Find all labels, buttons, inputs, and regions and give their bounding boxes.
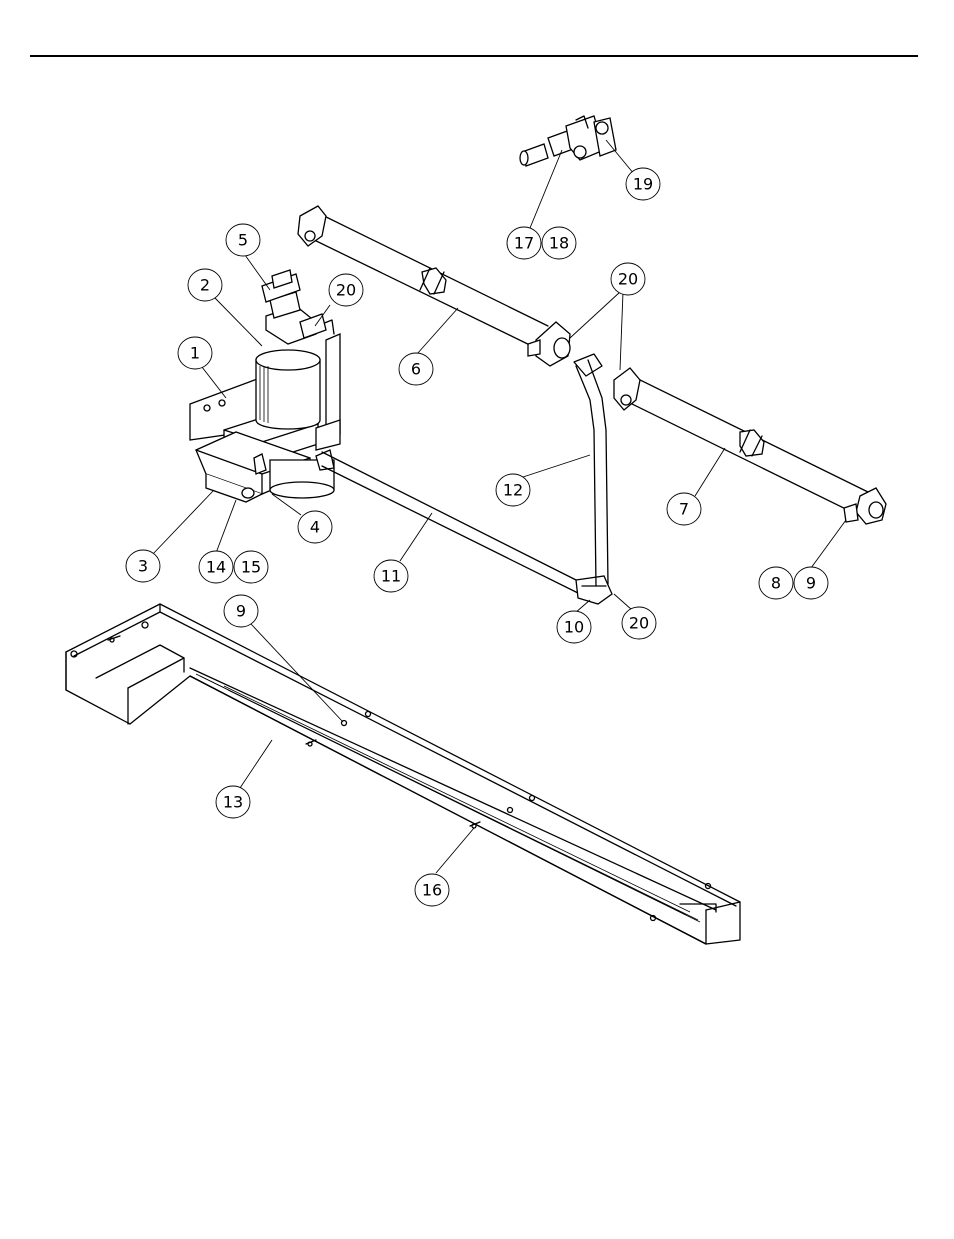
svg-text:20: 20: [336, 281, 356, 300]
svg-text:2: 2: [200, 276, 210, 295]
svg-text:20: 20: [629, 614, 649, 633]
callout-9-valve: 9: [794, 567, 828, 599]
callout-9-tray: 9: [224, 595, 258, 627]
svg-text:11: 11: [381, 567, 401, 586]
svg-text:12: 12: [503, 481, 523, 500]
callout-19: 19: [626, 168, 660, 200]
svg-text:10: 10: [564, 618, 584, 637]
svg-text:15: 15: [241, 558, 261, 577]
callout-5: 5: [226, 224, 260, 256]
valve-assembly-part: [520, 116, 616, 166]
callout-3: 3: [126, 550, 160, 582]
svg-text:8: 8: [771, 574, 781, 593]
tube-11-part: [322, 452, 612, 604]
callout-1: 1: [178, 337, 212, 369]
svg-text:18: 18: [549, 234, 569, 253]
callout-10: 10: [557, 611, 591, 643]
svg-text:14: 14: [206, 558, 226, 577]
svg-text:4: 4: [310, 518, 320, 537]
callout-6: 6: [399, 353, 433, 385]
svg-text:16: 16: [422, 881, 442, 900]
svg-text:9: 9: [236, 602, 246, 621]
callout-11: 11: [374, 560, 408, 592]
callout-4: 4: [298, 511, 332, 543]
callout-16: 16: [415, 874, 449, 906]
svg-text:20: 20: [618, 270, 638, 289]
svg-text:3: 3: [138, 557, 148, 576]
callout-14: 14: [199, 551, 233, 583]
pump-motor-part: [190, 270, 340, 502]
callout-18: 18: [542, 227, 576, 259]
callout-bubbles: 1 2 3 4 5 6 7 8 9 9 10 11 12 13 14 15 16…: [126, 168, 828, 906]
spray-arm-7-part: [614, 368, 886, 524]
svg-text:9: 9: [806, 574, 816, 593]
callout-20-pump: 20: [329, 274, 363, 306]
callout-17: 17: [507, 227, 541, 259]
svg-text:6: 6: [411, 360, 421, 379]
callout-12: 12: [496, 474, 530, 506]
callout-13: 13: [216, 786, 250, 818]
svg-text:17: 17: [514, 234, 534, 253]
tube-12-part: [574, 354, 608, 586]
callout-20-elbow: 20: [622, 607, 656, 639]
svg-text:13: 13: [223, 793, 243, 812]
svg-text:5: 5: [238, 231, 248, 250]
callout-15: 15: [234, 551, 268, 583]
svg-text:7: 7: [679, 500, 689, 519]
svg-text:1: 1: [190, 344, 200, 363]
svg-text:19: 19: [633, 175, 653, 194]
callout-8: 8: [759, 567, 793, 599]
base-tray-part: [66, 604, 740, 944]
callout-20-arms: 20: [611, 263, 645, 295]
callout-7: 7: [667, 493, 701, 525]
callout-2: 2: [188, 269, 222, 301]
